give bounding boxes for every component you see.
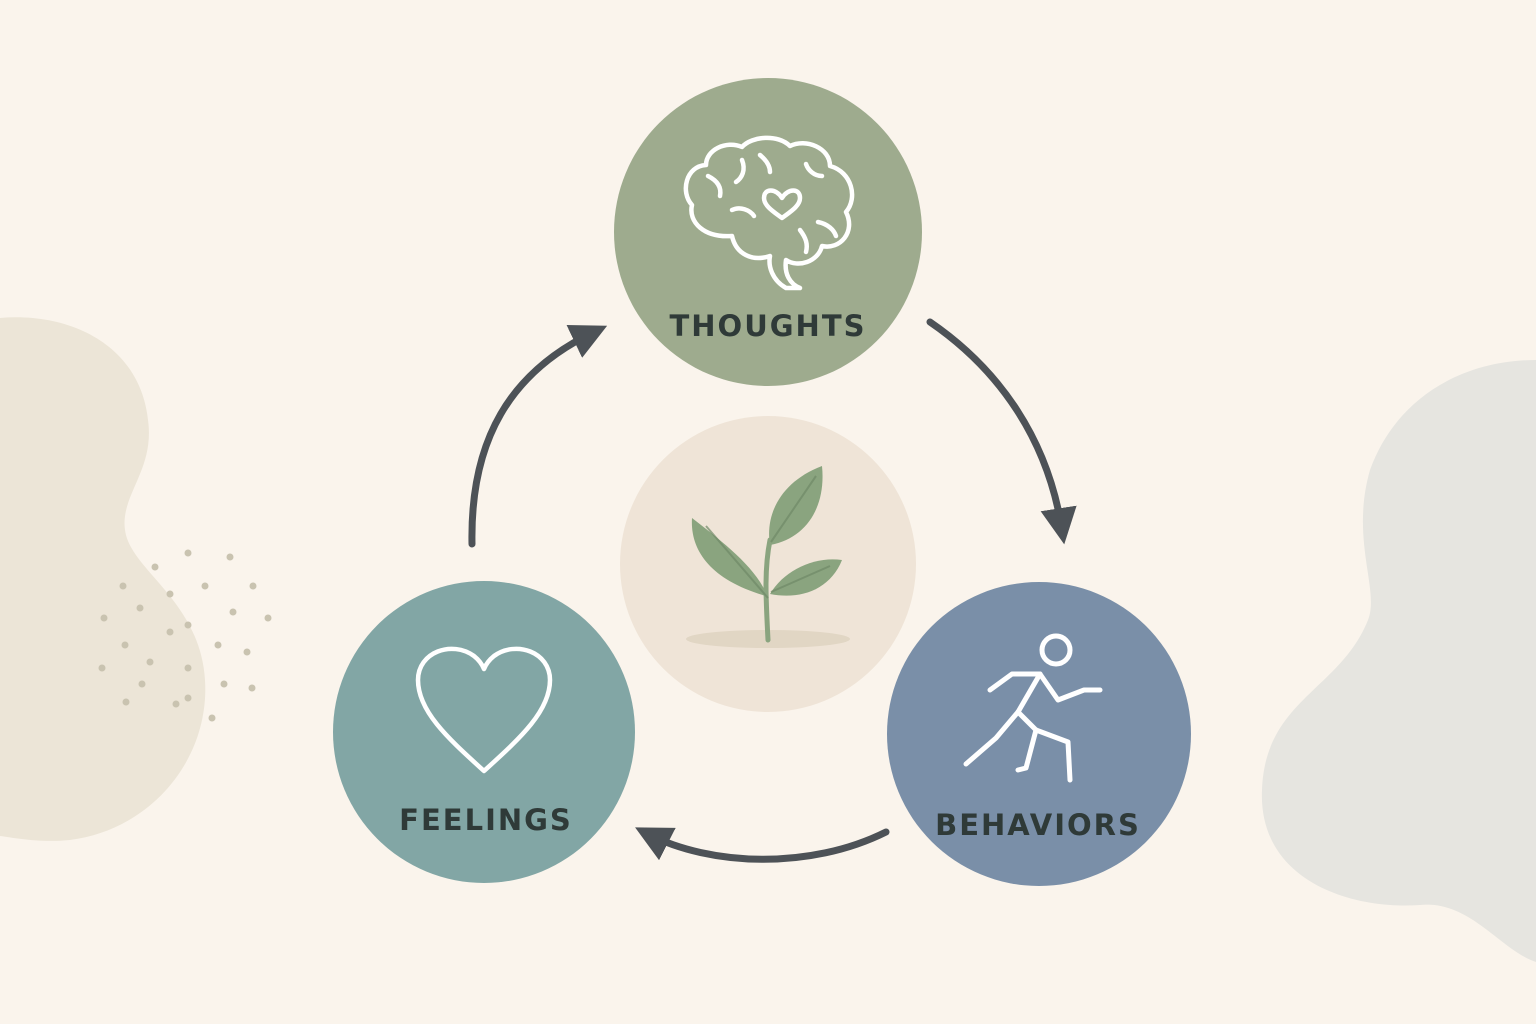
- decorative-dot: [264, 614, 272, 622]
- behaviors-label: BEHAVIORS: [935, 808, 1141, 842]
- decorative-dot: [100, 614, 108, 622]
- thoughts-node: THOUGHTS: [614, 78, 922, 386]
- decorative-dot: [184, 694, 192, 702]
- feelings-circle: [333, 581, 635, 883]
- thoughts-circle: [614, 78, 922, 386]
- decorative-dot: [220, 680, 228, 688]
- decorative-dot: [243, 648, 251, 656]
- decorative-dot: [136, 604, 144, 612]
- decorative-dot: [151, 563, 159, 571]
- decorative-dot: [138, 680, 146, 688]
- left-decorative-blob: [0, 317, 206, 841]
- decorative-dot: [249, 582, 257, 590]
- decorative-dot: [229, 608, 237, 616]
- right-decorative-blob: [1261, 360, 1536, 962]
- decorative-dot: [184, 549, 192, 557]
- decorative-dot: [146, 658, 154, 666]
- decorative-dot: [166, 590, 174, 598]
- decorative-dot: [226, 553, 234, 561]
- decorative-dot: [119, 582, 127, 590]
- behaviors-node: BEHAVIORS: [887, 582, 1191, 886]
- arrow-behaviors-to-feelings: [635, 827, 890, 863]
- decorative-dot: [214, 641, 222, 649]
- decorative-dot: [166, 628, 174, 636]
- decorative-dot: [248, 684, 256, 692]
- decorative-dot: [122, 698, 130, 706]
- arrow-feelings-to-thoughts: [468, 324, 608, 548]
- behaviors-circle: [887, 582, 1191, 886]
- heart-icon: [415, 646, 553, 774]
- decorative-dot: [208, 714, 216, 722]
- feelings-node: FEELINGS: [333, 581, 635, 883]
- decorative-dot: [201, 582, 209, 590]
- sprout-icon: [686, 466, 850, 648]
- decorative-dots: [98, 549, 272, 722]
- thoughts-label: THOUGHTS: [670, 309, 867, 343]
- decorative-dot: [184, 621, 192, 629]
- running-person-icon: [963, 633, 1103, 783]
- decorative-dot: [184, 664, 192, 672]
- decorative-dot: [121, 641, 129, 649]
- decorative-dot: [98, 664, 106, 672]
- center-node: [620, 416, 916, 712]
- decorative-dot: [172, 700, 180, 708]
- arrow-thoughts-to-behaviors: [926, 318, 1077, 545]
- brain-heart-icon: [683, 135, 855, 291]
- feelings-label: FEELINGS: [399, 803, 573, 837]
